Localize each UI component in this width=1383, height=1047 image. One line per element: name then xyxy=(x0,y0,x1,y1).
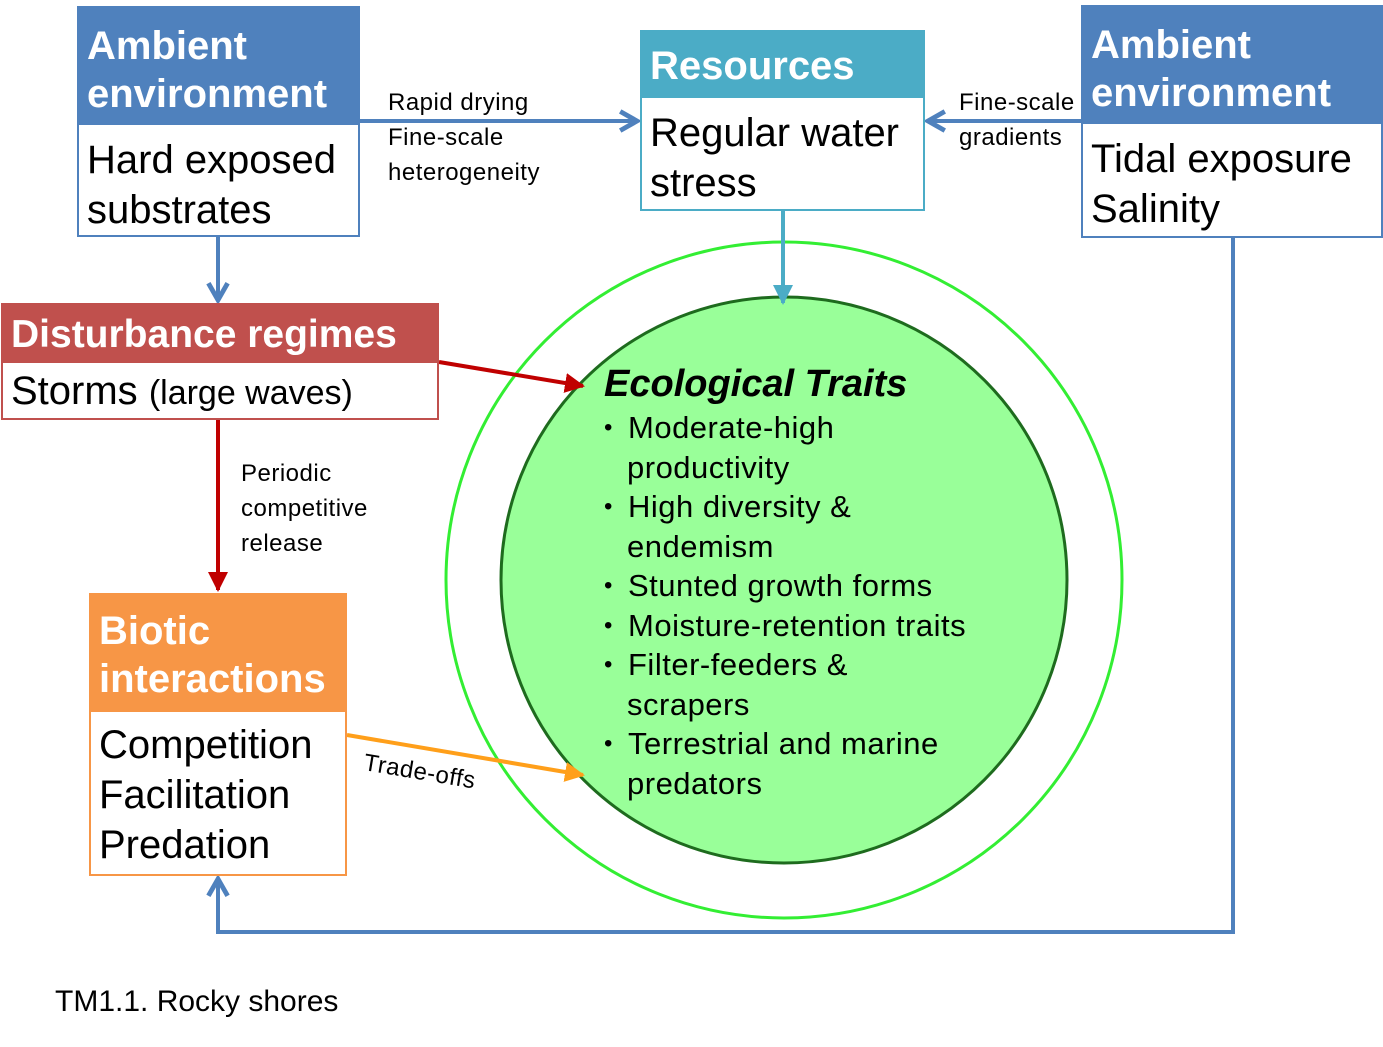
trait-item: • Moisture-retention traits xyxy=(604,606,1024,646)
edge-label-line: Rapid drying xyxy=(388,89,529,116)
biotic-title-line: interactions xyxy=(99,657,326,701)
arrow-biotic-to-traits xyxy=(346,733,585,782)
trait-item: • High diversity & xyxy=(604,487,1024,527)
ambient-left-body: Hard exposed substrates xyxy=(79,125,358,245)
resources-body: Regular water stress xyxy=(642,98,923,218)
biotic-title-line: Biotic xyxy=(99,609,211,653)
label-ambient-to-resources: Rapid drying Fine-scale heterogeneity xyxy=(388,85,540,190)
disturbance-body: Storms (large waves) xyxy=(3,363,437,421)
label-right-to-resources: Fine-scale gradients xyxy=(959,85,1075,155)
edge-label-line: release xyxy=(241,530,324,557)
trait-item-continued: endemism xyxy=(627,528,774,564)
bullet-icon: • xyxy=(604,572,613,599)
bullet-icon: • xyxy=(604,414,613,441)
edge-label-line: competitive xyxy=(241,495,368,522)
traits-list: • Moderate-high productivity • High divers… xyxy=(604,408,1024,803)
disturbance-title: Disturbance regimes xyxy=(3,305,437,363)
biotic-interactions-box: Biotic interactions Competition Facilita… xyxy=(89,593,347,876)
biotic-body-line: Competition xyxy=(99,723,313,767)
ambient-right-title-line: environment xyxy=(1091,71,1332,115)
bullet-icon: • xyxy=(604,611,613,639)
trait-item: • Terrestrial and marine xyxy=(604,724,1024,764)
trait-item-continued: predators xyxy=(627,765,763,801)
arrow-disturbance-to-traits xyxy=(438,360,585,393)
ambient-left-title: Ambient environment xyxy=(79,8,358,125)
resources-title: Resources xyxy=(642,32,923,98)
ambient-right-body: Tidal exposure Salinity xyxy=(1083,124,1381,244)
resources-box: Resources Regular water stress xyxy=(640,30,925,211)
ambient-right-title: Ambient environment xyxy=(1083,7,1381,124)
traits-title: Ecological Traits xyxy=(604,363,908,405)
biotic-body-line: Predation xyxy=(99,823,271,867)
trait-text: Moderate-high xyxy=(628,410,835,445)
ambient-environment-left-box: Ambient environment Hard exposed substra… xyxy=(77,6,360,237)
ambient-left-title-line: Ambient xyxy=(87,24,247,68)
edge-label-line: gradients xyxy=(959,124,1063,151)
trait-item: • Filter-feeders & xyxy=(604,645,1024,685)
edge-label-line: Fine-scale xyxy=(959,89,1075,116)
biotic-body-line: Facilitation xyxy=(99,773,291,817)
edge-label-line: Fine-scale xyxy=(388,124,504,151)
bullet-icon: • xyxy=(604,730,613,757)
resources-body-line: stress xyxy=(650,161,757,205)
ambient-environment-right-box: Ambient environment Tidal exposure Salin… xyxy=(1081,5,1383,238)
ambient-right-title-line: Ambient xyxy=(1091,23,1251,67)
trait-text: Moisture-retention traits xyxy=(628,607,967,643)
label-disturbance-to-biotic: Periodic competitive release xyxy=(241,456,368,561)
trait-item-continued: scrapers xyxy=(627,686,750,722)
trait-text: Filter-feeders & xyxy=(628,647,848,682)
bullet-icon: • xyxy=(604,493,613,520)
ambient-right-body-line: Salinity xyxy=(1091,187,1220,231)
trait-text: Stunted growth forms xyxy=(628,568,933,603)
ambient-left-body-line: substrates xyxy=(87,188,272,232)
resources-body-line: Regular water xyxy=(650,111,900,155)
trait-item: • Stunted growth forms xyxy=(604,566,1024,606)
disturbance-body-main: Storms xyxy=(11,369,138,413)
ambient-left-body-line: Hard exposed xyxy=(87,138,337,182)
bullet-icon: • xyxy=(604,651,613,678)
ecological-traits: Ecological Traits • Moderate-high product… xyxy=(604,360,1024,803)
arrow-right-to-biotic xyxy=(206,238,1235,934)
biotic-title: Biotic interactions xyxy=(91,595,345,712)
edge-label-line: heterogeneity xyxy=(388,159,540,186)
figure-caption: TM1.1. Rocky shores xyxy=(55,985,339,1018)
biotic-body: Competition Facilitation Predation xyxy=(91,712,345,880)
trait-text: High diversity & xyxy=(628,489,852,524)
disturbance-body-detail: (large waves) xyxy=(148,374,353,412)
disturbance-regimes-box: Disturbance regimes Storms (large waves) xyxy=(1,303,439,420)
trait-item: • Moderate-high xyxy=(604,408,1024,448)
trait-text: Terrestrial and marine xyxy=(628,726,939,761)
ambient-right-body-line: Tidal exposure xyxy=(1091,137,1352,181)
ambient-left-title-line: environment xyxy=(87,72,328,116)
trait-item-continued: productivity xyxy=(627,449,790,485)
edge-label-line: Periodic xyxy=(241,460,332,487)
